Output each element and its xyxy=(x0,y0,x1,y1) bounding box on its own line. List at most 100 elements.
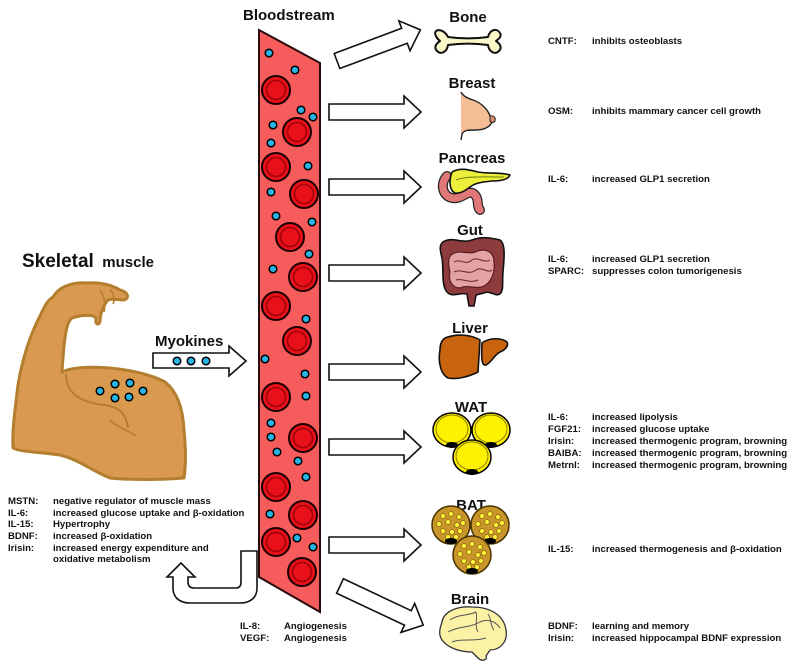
red-blood-cell-center xyxy=(286,121,308,143)
arrow-to-pancreas xyxy=(328,169,423,205)
organ-label-liver: Liver xyxy=(452,320,488,337)
white-adipocyte xyxy=(471,412,511,448)
organ-effects-list: CNTF: inhibits osteoblasts OSM: inhibits… xyxy=(548,36,787,644)
lipid-droplet xyxy=(466,549,472,555)
arrow-to-brain xyxy=(335,577,425,634)
brown-adipocyte xyxy=(470,505,510,545)
myokine-dot xyxy=(186,356,196,366)
breast-icon xyxy=(460,91,496,141)
red-blood-cell-center xyxy=(265,295,287,317)
white-adipose-tissue-icon xyxy=(432,412,511,475)
effect-name: IL-15: xyxy=(548,544,574,555)
lipid-droplet xyxy=(499,520,505,526)
effect-text: Angiogenesis xyxy=(284,621,347,632)
red-blood-cell-center xyxy=(292,427,314,449)
red-blood-cell xyxy=(261,291,291,321)
organ-label-brain: Brain xyxy=(451,591,489,608)
organ-label-wat: WAT xyxy=(455,399,487,416)
effect-name: Metrnl: xyxy=(548,460,580,471)
bloodstream-label: Bloodstream xyxy=(243,7,335,24)
lipid-droplet xyxy=(461,558,467,564)
myokine-dot xyxy=(138,386,148,396)
effect-text: increased GLP1 secretion xyxy=(592,254,710,265)
effect-text: increased hippocampal BDNF expression xyxy=(592,633,781,644)
myokine-dot xyxy=(266,187,276,197)
autocrine-return-arrow xyxy=(165,550,258,604)
myokine-dot xyxy=(266,418,276,428)
red-blood-cell xyxy=(261,527,291,557)
myokine-dot xyxy=(266,432,276,442)
myokines-arrow-dots xyxy=(172,356,211,366)
effect-name: MSTN: xyxy=(8,496,38,507)
myokine-dot xyxy=(303,161,313,171)
myokine-dot xyxy=(293,456,303,466)
effect-name: SPARC: xyxy=(548,266,584,277)
skeletal-muscle-title: Skeletal muscle xyxy=(22,251,154,272)
skeletal-title-sub: muscle xyxy=(102,254,154,271)
effect-name: IL-6: xyxy=(8,508,28,519)
brown-adipocyte xyxy=(431,505,471,545)
myokine-dot xyxy=(304,249,314,259)
bone-icon xyxy=(434,28,502,54)
lipid-droplet xyxy=(477,544,483,550)
effect-text: inhibits mammary cancer cell growth xyxy=(592,106,761,117)
myokine-dot xyxy=(110,379,120,389)
lipid-droplet xyxy=(457,528,463,534)
myokine-dot xyxy=(172,356,182,366)
effect-text: increased thermogenic program, browning xyxy=(592,448,787,459)
lipid-droplet xyxy=(479,528,485,534)
effect-text: increased glucose uptake xyxy=(592,424,709,435)
red-blood-cell-center xyxy=(265,476,287,498)
effect-name: IL-6: xyxy=(548,412,568,423)
red-blood-cell-center xyxy=(292,266,314,288)
red-blood-cell-center xyxy=(265,156,287,178)
myokine-dot xyxy=(290,65,300,75)
organ-label-gut: Gut xyxy=(457,222,483,239)
myokine-dot xyxy=(125,378,135,388)
myokine-dot xyxy=(271,211,281,221)
effect-text: increased thermogenesis and β-oxidation xyxy=(592,544,782,555)
lipid-droplet xyxy=(478,558,484,564)
myokine-dot xyxy=(307,217,317,227)
effect-name: FGF21: xyxy=(548,424,581,435)
lipid-droplet xyxy=(479,513,485,519)
red-blood-cell xyxy=(287,557,317,587)
red-blood-cell-center xyxy=(286,330,308,352)
effect-text: increased GLP1 secretion xyxy=(592,174,710,185)
lipid-droplet xyxy=(475,521,481,527)
red-blood-cell-center xyxy=(291,561,313,583)
brown-adipocyte xyxy=(452,535,492,575)
effect-text: increased energy expenditure and xyxy=(53,543,209,554)
lipid-droplet xyxy=(496,528,502,534)
myokine-dot xyxy=(308,542,318,552)
effect-name: Irisin: xyxy=(548,436,574,447)
effect-text: learning and memory xyxy=(592,621,690,632)
myokine-dot xyxy=(260,354,270,364)
lipid-droplet xyxy=(440,513,446,519)
arrow-to-bone xyxy=(333,19,422,70)
lipid-droplet xyxy=(455,441,489,471)
myokine-dot xyxy=(268,264,278,274)
myokine-dot xyxy=(301,472,311,482)
red-blood-cell-center xyxy=(292,504,314,526)
nucleus xyxy=(445,538,457,544)
myokine-dot xyxy=(272,447,282,457)
effect-text: increased glucose uptake and β-oxidation xyxy=(53,508,245,519)
lipid-droplet xyxy=(440,528,446,534)
myokine-dot xyxy=(266,138,276,148)
myokine-dot xyxy=(264,48,274,58)
effect-name: IL-8: xyxy=(240,621,260,632)
effect-text-continued: oxidative metabolism xyxy=(53,554,151,565)
red-blood-cell xyxy=(261,472,291,502)
myokine-dot xyxy=(124,392,134,402)
myokine-dot xyxy=(301,314,311,324)
effect-text: increased thermogenic program, browning xyxy=(592,460,787,471)
myokines-arrow xyxy=(152,344,248,378)
arrow-to-wat xyxy=(328,429,423,465)
myokine-dot xyxy=(292,533,302,543)
lipid-droplet xyxy=(481,550,487,556)
lipid-droplet xyxy=(474,414,508,444)
lipid-droplet xyxy=(457,551,463,557)
white-adipocyte xyxy=(432,412,472,448)
